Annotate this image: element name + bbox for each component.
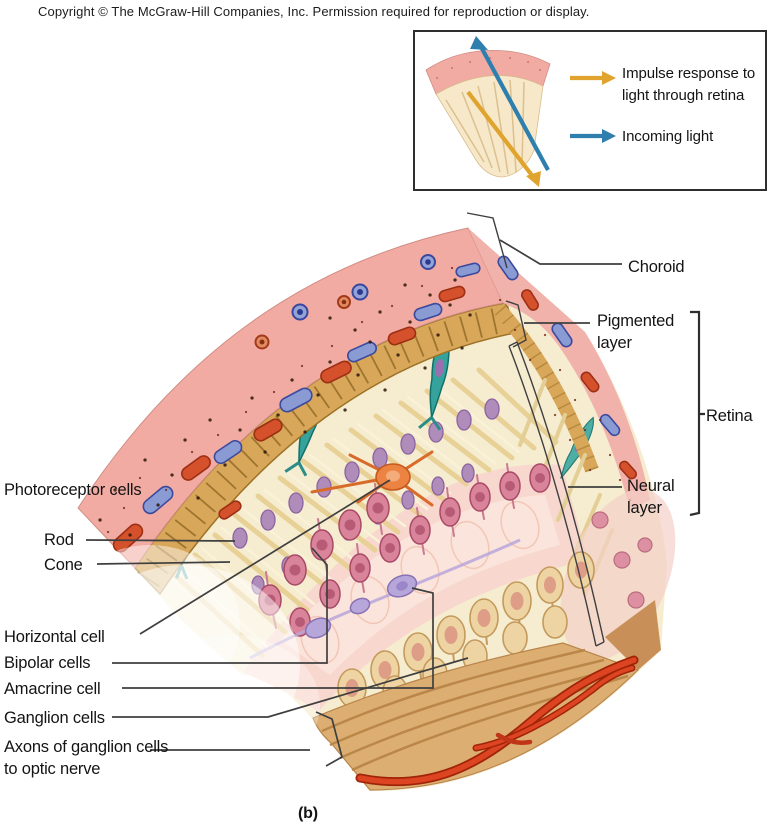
ganglion-cells-shapes (337, 551, 595, 715)
leader-lines (85, 212, 705, 767)
leader-amacrine-cell (122, 587, 434, 689)
legend-impulse-label: Impulse response to light through retina (622, 65, 756, 104)
label-choroid: Choroid (628, 258, 685, 276)
legend-impulse-arrow (466, 90, 536, 180)
leader-rod (85, 539, 236, 542)
legend-mini-retina (425, 36, 551, 187)
bipolar-cells-shapes (258, 463, 551, 637)
label-ganglion-cells: Ganglion cells (4, 709, 105, 727)
legend-key-icons (570, 71, 616, 143)
label-cone: Cone (44, 556, 83, 574)
legend-incoming-label: Incoming light (622, 128, 714, 145)
figure-caption: (b) (298, 805, 318, 822)
label-bipolar-cells: Bipolar cells (4, 654, 91, 672)
label-horizontal-cell: Horizontal cell (4, 628, 105, 646)
choroid-speckles (98, 278, 472, 537)
neural-layer-bracket (508, 341, 605, 647)
blood-vessels (355, 655, 639, 787)
choroid-zone (77, 227, 650, 569)
label-axons: Axons of ganglion cells to optic nerve (4, 738, 169, 778)
copyright-line: Copyright © The McGraw-Hill Companies, I… (38, 4, 590, 19)
leader-horizontal-cell (139, 479, 391, 635)
pigmented-bracket (505, 300, 527, 348)
leader-ganglion-cells (112, 657, 469, 718)
label-amacrine-cell: Amacrine cell (4, 680, 101, 698)
leader-choroid (499, 239, 622, 265)
label-retina: Retina (706, 407, 753, 425)
legend-inset (425, 36, 616, 187)
axon-corner-bracket (315, 711, 343, 767)
retina-bracket (689, 310, 705, 517)
leader-cone (96, 561, 231, 565)
retina-wedge (60, 227, 676, 792)
choroid-corner-bracket (466, 212, 508, 269)
label-neural-layer: Neural layer (627, 477, 675, 517)
axon-layer-zone (312, 600, 661, 791)
legend-incoming-arrow (478, 43, 550, 172)
label-photoreceptor-cells: Photoreceptor cells (4, 481, 142, 499)
label-rod: Rod (44, 531, 74, 549)
label-pigmented-layer: Pigmented layer (597, 312, 675, 352)
leader-bipolar-cells (112, 547, 328, 664)
